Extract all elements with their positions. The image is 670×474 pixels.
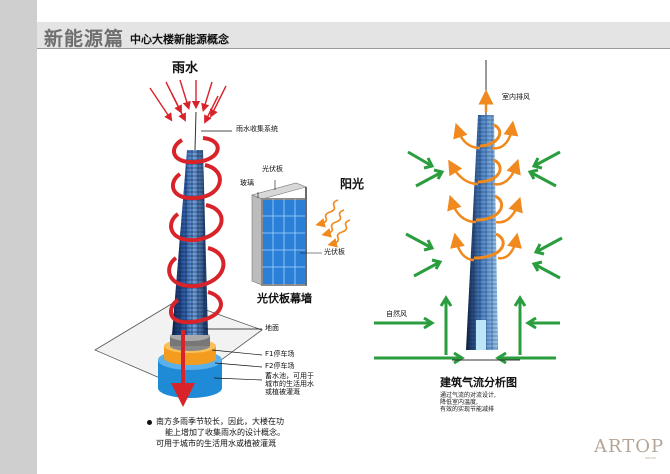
header-bar xyxy=(37,22,670,48)
parking-f1-label: F1停车场 xyxy=(265,350,295,358)
note-bullet xyxy=(147,420,152,425)
glass-label: 玻璃 xyxy=(240,179,254,187)
airflow-caption-line-3: 有效的实现节能减排 xyxy=(440,406,495,413)
rain-note-line-1: 南方多雨季节较长，因此，大楼在功 xyxy=(156,417,284,426)
wind-arrows xyxy=(374,150,563,365)
rain-note-line-2: 能上增加了收集雨水的设计概念。 xyxy=(165,428,285,437)
right-tower xyxy=(466,60,498,350)
rain-arrows xyxy=(149,79,227,124)
ground-label: 地面 xyxy=(265,324,279,332)
pv-label-top: 光伏板 xyxy=(262,165,283,173)
sunlight-label: 阳光 xyxy=(340,177,365,191)
left-sidebar-strip xyxy=(0,0,37,474)
exhaust-arrows xyxy=(447,89,523,262)
brand-logo: ARTOP xyxy=(594,436,665,457)
pv-panel xyxy=(251,180,322,286)
header-divider xyxy=(37,48,670,49)
brand-logo-sub: GROUP xyxy=(645,456,656,460)
sunlight-arrows xyxy=(315,199,351,248)
tank-label-line-3: 或植被灌溉 xyxy=(265,388,300,396)
left-leader-lines xyxy=(201,130,263,381)
parking-f2-label: F2停车场 xyxy=(265,362,295,370)
exhaust-label: 室内排风 xyxy=(502,93,530,101)
airflow-caption: 通过气流的对流设计, 降低室内温度, 有效的实现节能减排 xyxy=(440,392,496,413)
airflow-caption-line-2: 降低室内温度, xyxy=(440,399,478,406)
tank-label-line-1: 蓄水池，可用于 xyxy=(265,372,314,380)
rain-label: 雨水 xyxy=(172,61,199,76)
tank-label: 蓄水池，可用于 城市的生活用水 或植被灌溉 xyxy=(265,372,314,396)
rain-system-label: 雨水收集系统 xyxy=(236,125,278,133)
page-subtitle: 中心大楼新能源概念 xyxy=(130,33,229,46)
airflow-diagram-title: 建筑气流分析图 xyxy=(440,376,517,389)
right-spiral-bands xyxy=(473,123,505,260)
curtain-wall-label: 光伏板幕墙 xyxy=(257,292,312,305)
tank-label-line-2: 城市的生活用水 xyxy=(265,380,314,388)
natural-wind-label: 自然风 xyxy=(386,310,407,318)
rain-note-line-3: 可用于城市的生活用水或植被灌溉 xyxy=(156,439,276,448)
rain-spiral-arrows xyxy=(167,136,226,407)
pv-label-side: 光伏板 xyxy=(324,248,345,256)
page-title: 新能源篇 xyxy=(44,28,125,50)
rain-note: 南方多雨季节较长，因此，大楼在功 能上增加了收集雨水的设计概念。 可用于城市的生… xyxy=(156,416,285,449)
airflow-caption-line-1: 通过气流的对流设计, xyxy=(440,392,496,399)
